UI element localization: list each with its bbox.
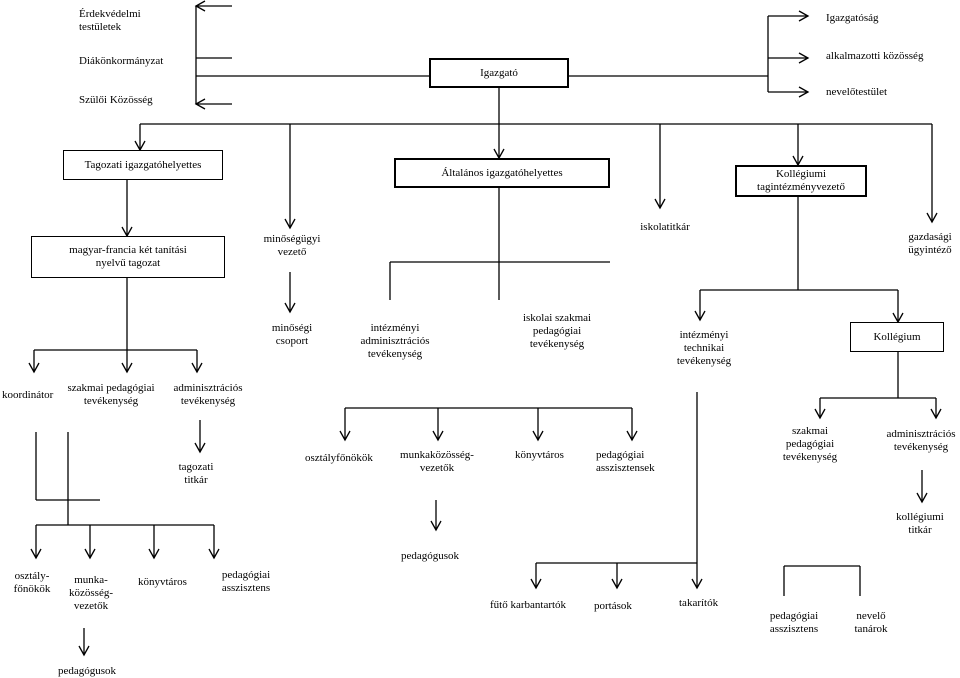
label-konyvtaros: könyvtáros xyxy=(515,449,564,461)
label-osztalyfonokok: osztályfőnökök xyxy=(305,452,373,464)
label-tagozat-pedagogiai-asszisztens: pedagógiai asszisztens xyxy=(221,569,271,594)
arrowhead-down xyxy=(626,430,638,442)
arrowhead-down xyxy=(339,430,351,442)
arrowhead-down xyxy=(694,310,706,322)
label-minosegugyi-vezeto: minőségügyi vezető xyxy=(263,233,321,258)
box-magyar-francia-tagozat: magyar-francia két tanítási nyelvű tagoz… xyxy=(31,236,225,278)
label-gazdasagi-ugyintezo: gazdasági ügyintéző xyxy=(908,231,952,256)
arrowhead-left xyxy=(194,98,206,110)
arrowhead-down xyxy=(432,430,444,442)
label-intezmenyi-technikai: intézményi technikai tevékenység xyxy=(676,329,732,367)
label-nevelotestulet: nevelőtestület xyxy=(826,86,888,98)
arrowhead-down xyxy=(194,442,206,454)
label-igazgatosag: Igazgatóság xyxy=(826,12,879,24)
arrowhead-down xyxy=(530,578,542,590)
arrowhead-down xyxy=(930,408,942,420)
arrowhead-down xyxy=(691,578,703,590)
arrowhead-down xyxy=(814,408,826,420)
label-takaritok: takarítók xyxy=(679,597,719,609)
arrowhead-down xyxy=(430,520,442,532)
label-tagozati-titkar: tagozati titkár xyxy=(178,461,214,486)
arrowhead-right xyxy=(798,10,810,22)
box-igazgato: Igazgató xyxy=(429,58,569,88)
arrowhead-down xyxy=(532,430,544,442)
arrowhead-left xyxy=(194,0,206,12)
arrowhead-down xyxy=(30,548,42,560)
arrowhead-right xyxy=(798,52,810,64)
arrowhead-down xyxy=(28,362,40,374)
arrowhead-down xyxy=(148,548,160,560)
label-kollegium-szakmai-pedagogiai: szakmai pedagógiai tevékenység xyxy=(782,425,838,463)
box-kollegiumi-tagintezmenyvezeto: Kollégiumi tagintézményvezető xyxy=(735,165,867,197)
label-kollegium-adminisztracios: adminisztrációs tevékenység xyxy=(886,428,956,453)
arrowhead-down xyxy=(916,492,928,504)
box-altalanos-igazgatohelyettes: Általános igazgatóhelyettes xyxy=(394,158,610,188)
box-kollegium: Kollégium xyxy=(850,322,944,352)
label-tagozat-adminisztracios: adminisztrációs tevékenység xyxy=(173,382,243,407)
arrowhead-down xyxy=(926,212,938,224)
label-portasok: portások xyxy=(594,600,632,612)
arrowhead-down xyxy=(78,645,90,657)
box-tagozati-igazgatohelyettes: Tagozati igazgatóhelyettes xyxy=(63,150,223,180)
label-pedagogusok: pedagógusok xyxy=(401,550,460,562)
label-munkakozosseg-vezetok: munkaközösség- vezetők xyxy=(400,449,474,474)
arrowhead-down xyxy=(284,218,296,230)
arrowhead-down xyxy=(208,548,220,560)
arrowhead-down xyxy=(654,198,666,210)
label-nevelo-tanarok: nevelő tanárok xyxy=(854,610,888,635)
label-iskolai-szakmai-pedagogiai: iskolai szakmai pedagógiai tevékenység xyxy=(522,312,592,350)
arrowhead-down xyxy=(284,302,296,314)
label-iskolatitkar: iskolatitkár xyxy=(640,221,690,233)
arrowhead-down xyxy=(611,578,623,590)
arrowhead-down xyxy=(191,362,203,374)
label-erdekvedelmi-testuletek: Érdekvédelmi testületek xyxy=(79,8,141,33)
label-minosegi-csoport: minőségi csoport xyxy=(271,322,313,347)
label-futo-karbantartok: fűtő karbantartók xyxy=(490,599,567,611)
label-kollegium-pedagogiai-asszisztens: pedagógiai asszisztens xyxy=(769,610,819,635)
label-tagozat-szakmai-pedagogiai: szakmai pedagógiai tevékenység xyxy=(67,382,155,407)
label-intezmenyi-adminisztracios: intézményi adminisztrációs tevékenység xyxy=(360,322,430,360)
label-tagozat-pedagogusok: pedagógusok xyxy=(58,665,117,677)
label-koordinator: koordinátor xyxy=(2,389,54,401)
arrowhead-down xyxy=(121,362,133,374)
label-tagozat-osztalyfonokok: osztály- főnökök xyxy=(13,570,51,595)
label-alkalmazotti-kozosseg: alkalmazotti közösség xyxy=(826,50,924,62)
label-kollegiumi-titkar: kollégiumi titkár xyxy=(896,511,944,536)
label-tagozat-munkakozosseg-vezetok: munka- közösség- vezetők xyxy=(69,574,113,612)
label-szuloi-kozosseg: Szülői Közösség xyxy=(79,94,153,106)
arrowhead-right xyxy=(798,86,810,98)
arrowhead-down xyxy=(84,548,96,560)
label-diakonkormanyzat: Diákönkormányzat xyxy=(79,55,164,67)
label-pedagogiai-asszisztensek: pedagógiai asszisztensek xyxy=(596,449,655,474)
label-tagozat-konyvtaros: könyvtáros xyxy=(138,576,187,588)
